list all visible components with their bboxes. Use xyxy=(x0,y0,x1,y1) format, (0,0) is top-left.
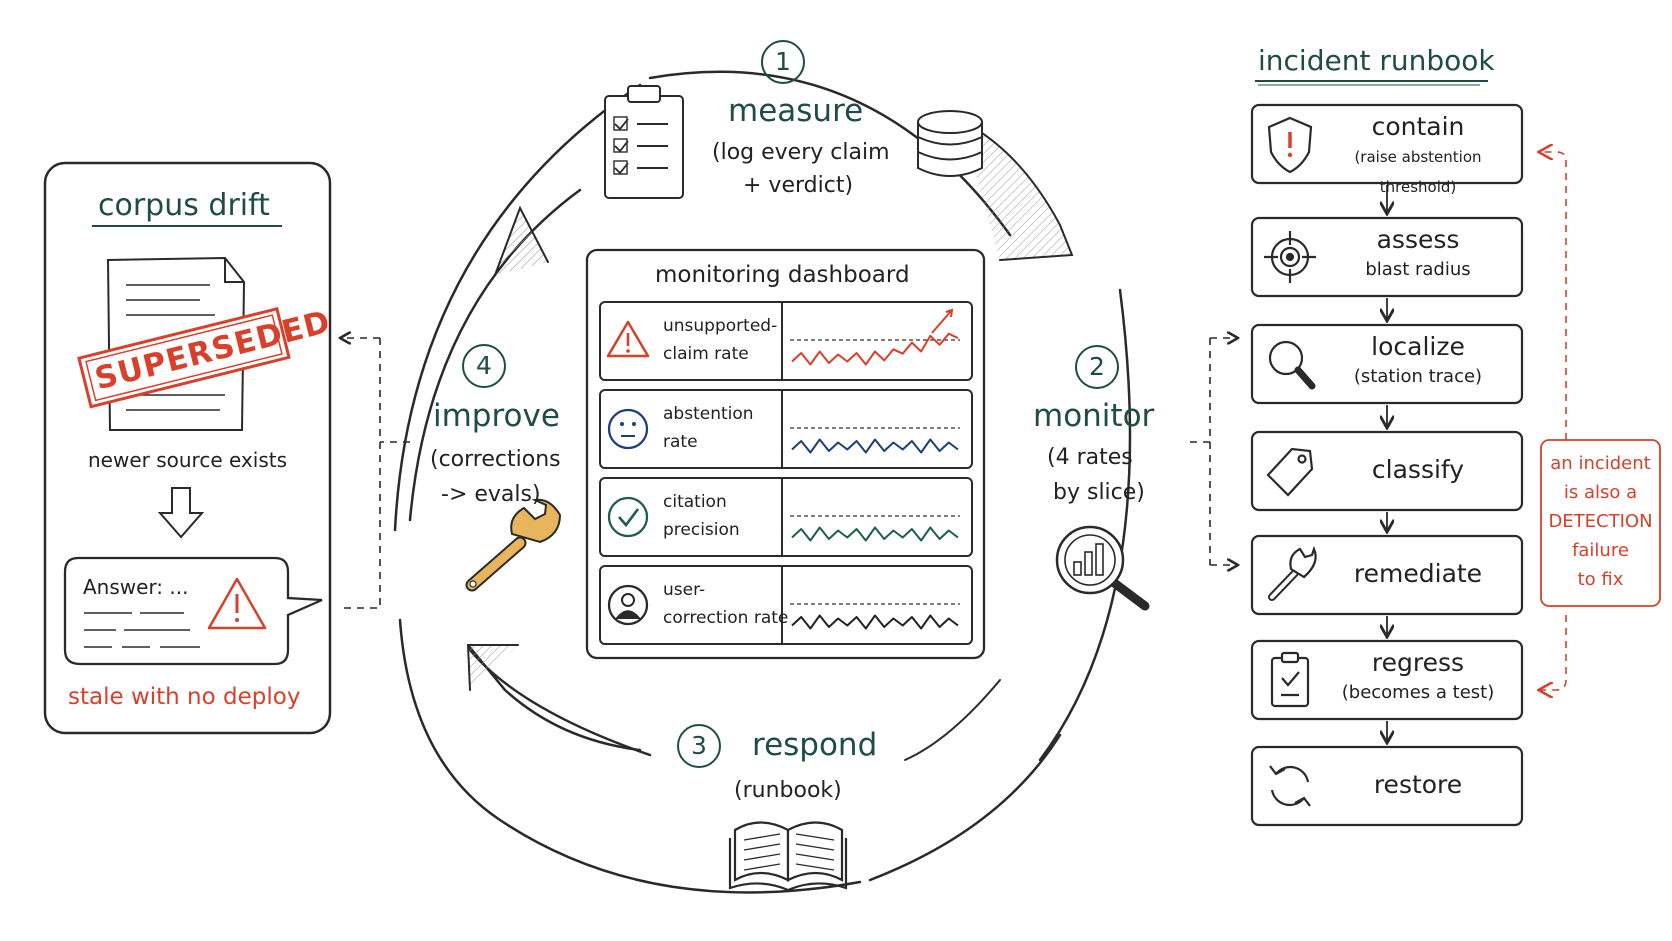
dashboard-row-label: correction rate xyxy=(663,608,789,628)
answer-bubble xyxy=(63,556,323,666)
detection-note-line: an incident xyxy=(1550,453,1651,474)
corpus-drift-footer: stale with no deploy xyxy=(68,684,301,710)
measure-title: measure xyxy=(728,93,864,129)
runbook-step-sub: (raise abstention threshold) xyxy=(1354,148,1482,196)
dashboard-row-label: unsupported- xyxy=(663,316,778,336)
runbook-step-text: assess blast radius xyxy=(1318,225,1518,285)
runbook-step-sub: blast radius xyxy=(1365,259,1471,280)
database-icon xyxy=(917,110,983,177)
runbook-step xyxy=(1250,534,1524,637)
improve-sub-2: -> evals) xyxy=(441,482,541,507)
superseded-stamp xyxy=(77,307,291,409)
detection-note: an incident is also a DETECTION failure … xyxy=(1541,449,1660,594)
open-book-icon xyxy=(728,821,848,892)
detection-note-line: DETECTION xyxy=(1548,511,1653,532)
runbook-step-text: regress (becomes a test) xyxy=(1318,648,1518,708)
neutral-face-icon xyxy=(607,408,649,450)
sparkline xyxy=(791,614,959,630)
clipboard-check-icon xyxy=(1270,651,1310,708)
warning-icon xyxy=(207,577,267,630)
runbook-step-title: restore xyxy=(1373,770,1463,799)
monitor-sub-2: by slice) xyxy=(1053,480,1145,505)
dashboard-row-label: claim rate xyxy=(663,344,749,364)
dashboard-row-label: precision xyxy=(663,520,740,540)
dashboard-row-label: rate xyxy=(663,432,698,452)
sparkline xyxy=(791,332,959,366)
improve-title: improve xyxy=(433,398,560,434)
detection-note-line: to fix xyxy=(1577,569,1624,590)
dashboard-row xyxy=(599,301,973,381)
clipboard-icon xyxy=(604,85,684,199)
monitor-number: 2 xyxy=(1075,345,1119,389)
sparkline xyxy=(791,438,959,454)
improve-sub-1: (corrections xyxy=(430,447,561,472)
refresh-icon xyxy=(1269,765,1311,807)
magnifier-icon xyxy=(1268,340,1316,390)
arc-improve-to-measure xyxy=(408,188,582,522)
sparkline xyxy=(791,526,959,542)
runbook-step-text: localize (station trace) xyxy=(1318,332,1518,392)
arc-measure-to-monitor xyxy=(648,70,1012,237)
dashed-connector-right xyxy=(1190,338,1238,565)
runbook-step-title: assess xyxy=(1376,225,1460,254)
runbook-step-sub: (becomes a test) xyxy=(1341,682,1495,703)
improve-number: 4 xyxy=(462,344,506,388)
runbook-step xyxy=(1250,103,1524,214)
dashboard-row-label: abstention xyxy=(663,404,754,424)
runbook-step-title: localize xyxy=(1371,332,1465,361)
dashed-connector-left xyxy=(340,338,410,609)
detection-note-line: failure xyxy=(1572,540,1629,561)
dashboard-row-label: user- xyxy=(663,580,706,600)
runbook-step-title: classify xyxy=(1371,455,1465,484)
answer-text: Answer: ... xyxy=(83,575,189,599)
runbook-step-title: contain xyxy=(1371,112,1465,141)
user-icon xyxy=(607,584,649,626)
dashboard-row xyxy=(599,565,973,645)
runbook-step xyxy=(1250,639,1524,743)
runbook-step-text: remediate xyxy=(1318,559,1518,589)
dashboard-row xyxy=(599,389,973,469)
check-circle-icon xyxy=(607,496,649,538)
cycle-arrows xyxy=(393,70,1132,894)
detection-note-line: is also a xyxy=(1563,482,1638,503)
dashboard-title: monitoring dashboard xyxy=(655,262,910,288)
tag-icon xyxy=(1266,447,1314,497)
dashboard-row-label: citation xyxy=(663,492,727,512)
corpus-drift-title: corpus drift xyxy=(98,188,270,223)
runbook-step-text: restore xyxy=(1318,770,1518,800)
runbook-step xyxy=(1250,430,1524,532)
detection-note-box xyxy=(1540,439,1661,607)
monitor-sub-1: (4 rates xyxy=(1047,445,1133,470)
runbook-step-text: classify xyxy=(1318,455,1518,485)
arc-respond-to-improve xyxy=(468,648,652,757)
runbook-title: incident runbook xyxy=(1258,44,1495,77)
measure-number: 1 xyxy=(761,40,805,84)
shield-alert-icon xyxy=(1267,116,1313,174)
wrench-icon xyxy=(465,498,562,592)
respond-title: respond xyxy=(752,727,878,763)
dashboard-row xyxy=(599,477,973,557)
corpus-drift-caption: newer source exists xyxy=(88,448,288,472)
runbook-step xyxy=(1250,323,1524,428)
runbook-step-sub: (station trace) xyxy=(1353,366,1483,387)
runbook-step-title: remediate xyxy=(1353,559,1483,588)
detection-feedback-loop xyxy=(1540,152,1567,690)
respond-number: 3 xyxy=(677,724,721,768)
monitor-title: monitor xyxy=(1033,398,1155,434)
measure-sub-1: (log every claim xyxy=(712,140,890,165)
measure-sub-2: + verdict) xyxy=(743,173,854,198)
runbook-step-text: contain (raise abstention threshold) xyxy=(1318,112,1518,202)
wrench-icon xyxy=(1268,545,1317,601)
runbook-step xyxy=(1250,216,1524,321)
runbook-step xyxy=(1250,745,1524,827)
down-arrow-icon xyxy=(157,487,205,539)
crosshair-icon xyxy=(1264,231,1316,283)
chart-magnifier-icon xyxy=(1055,525,1150,611)
warning-icon xyxy=(606,320,650,358)
respond-sub-1: (runbook) xyxy=(734,778,842,803)
runbook-step-title: regress xyxy=(1371,648,1465,677)
